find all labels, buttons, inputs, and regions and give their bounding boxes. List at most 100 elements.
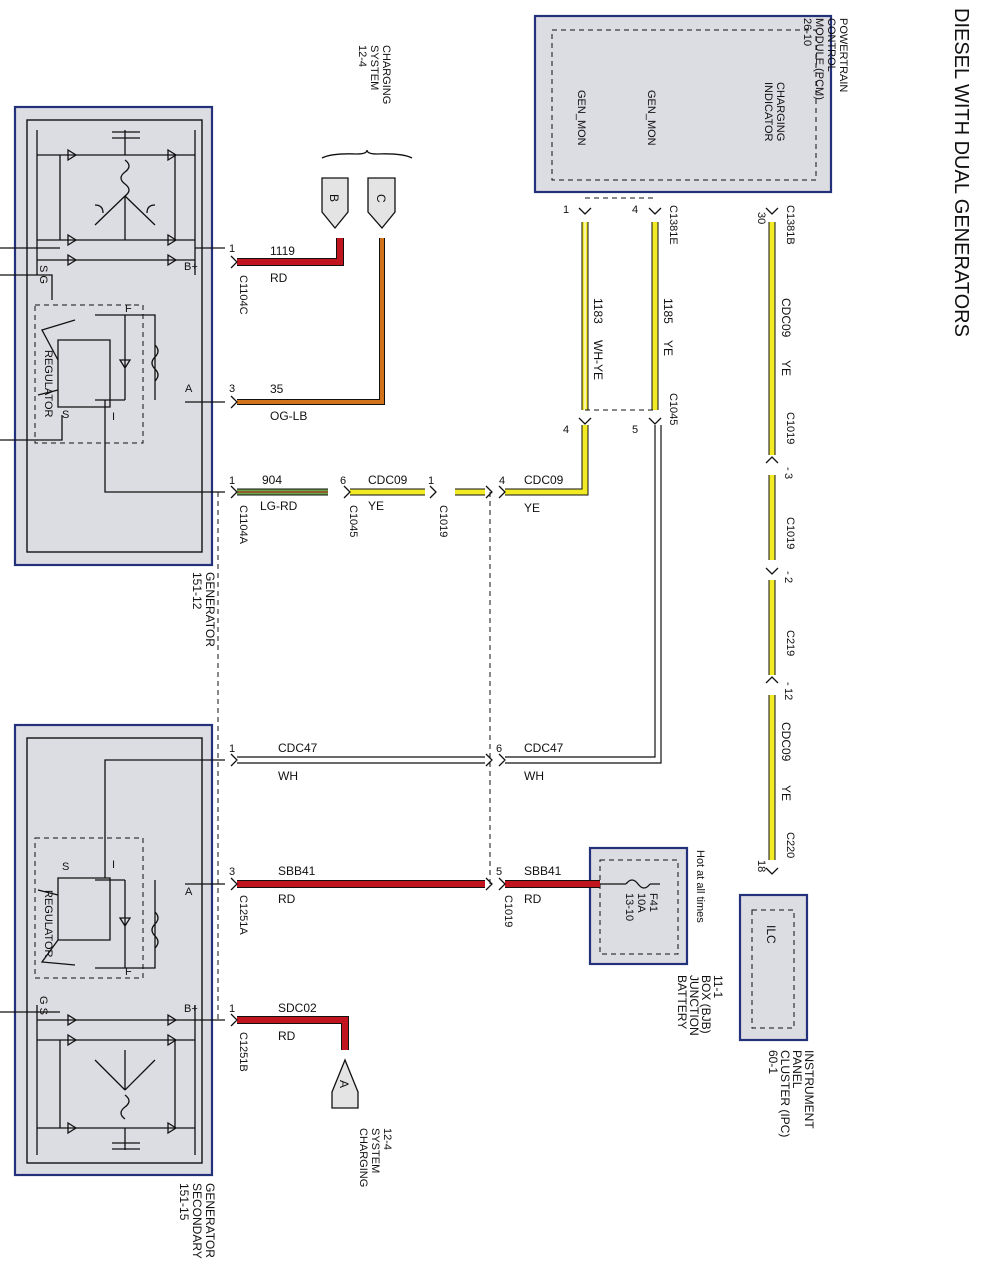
circuit-cdc09-a: CDC09 [368,473,408,487]
generator-secondary-terminal-a: A [185,886,193,898]
pin-c1251a-1: 1 [229,743,235,755]
circuit-sbb41-b-color: RD [524,892,542,906]
circuit-35-color: OG-LB [270,409,307,423]
generator-secondary-name-line-2: SECONDARY [190,1183,204,1259]
generator-secondary-terminal-f: F [125,966,132,978]
circuit-sbb41-b: SBB41 [524,864,562,878]
ipc-name-line-2: PANEL [790,1050,804,1089]
pcm-module: POWERTRAIN CONTROL MODULE (PCM) 26-10 GE… [533,14,849,194]
circuit-cdc09-c: CDC09 [779,298,793,338]
pcm-name-line-3: MODULE (PCM) [813,18,825,100]
circuit-cdc47-b: CDC47 [524,741,564,755]
wire-sdc02 [237,1016,349,1050]
generator-secondary-regulator-label: REGULATOR [42,890,54,957]
circuit-1183: 1183 [591,298,605,324]
bjb-name-line-2: JUNCTION [687,975,701,1036]
circuit-sbb41-a: SBB41 [278,864,316,878]
pcm-pin-gen-mon-2: GEN_MON [645,90,657,146]
circuit-cdc47-a: CDC47 [278,741,318,755]
generator-terminal-bplus: B+ [184,261,198,273]
circuit-cdc09-b-color: YE [524,501,540,515]
charging-top-line-3: 12-4 [356,45,368,67]
pin-c1104c-3: 3 [229,383,235,395]
connector-c1251b: C1251B [237,1032,249,1072]
connector-c1104c: C1104C [237,275,249,315]
pin-c1019-4: 4 [499,475,505,487]
circuit-cdc47-b-color: WH [524,769,544,783]
wire-cdc47 [237,425,662,764]
circuit-cdc09-a-color: YE [368,499,384,513]
circuit-1185: 1185 [661,298,675,324]
generator-secondary-name-line-1: GENERATOR [203,1183,217,1258]
dash-c1019-2: - [782,571,794,575]
connector-c1019-left: C1019 [437,505,449,537]
charging-top-line-1: CHARGING [380,45,392,104]
circuit-sbb41-a-color: RD [278,892,296,906]
connector-c1381e: C1381E [667,205,679,245]
pcm-pin-charging-2: INDICATOR [762,82,774,142]
charging-system-ref-top: CHARGING SYSTEM 12-4 B C [321,45,413,230]
circuit-cdc09-d-color: YE [779,785,793,801]
bjb-name-line-3: BOX (BJB) [699,975,713,1034]
pin-c1019-6: 6 [496,743,502,755]
bjb-name-line-4: 11-1 [711,975,725,998]
connector-c1019-3: C1019 [784,412,796,444]
circuit-cdc09-c-color: YE [779,360,793,376]
wire-904 [237,488,328,496]
ipc-name-line-1: INSTRUMENT [802,1050,816,1129]
ipc-name-line-4: 60-1 [766,1050,780,1074]
pcm-pin-gen-mon-1: GEN_MON [575,90,587,146]
generator-terminal-i: I [112,411,115,423]
pin-c1381e-1: 1 [563,204,569,216]
circuit-1183-color: WH-YE [591,340,605,380]
wire-cdc09-row [350,425,589,496]
bjb-fuse-ref: 13-10 [623,893,635,921]
charging-top-line-2: SYSTEM [368,45,380,90]
connector-c1045-right: C1045 [667,393,679,425]
bjb-fuse-id: F41 [647,893,659,912]
pin-c1019-5: 5 [496,866,502,878]
wire-1185 [651,222,659,410]
pcm-name-line-2: CONTROL [825,18,837,72]
circuit-sdc02-color: RD [278,1029,296,1043]
circuit-sdc02: SDC02 [278,1001,317,1015]
wire-1119 [237,238,344,266]
pin-c219-12: 12 [782,688,794,700]
dash-c1019-3: - [782,467,794,471]
pin-c1019-1: 1 [428,475,434,487]
ipc-name-line-3: CLUSTER (IPC) [778,1050,792,1137]
circuit-cdc09-d: CDC09 [779,722,793,762]
wire-1183 [581,222,589,410]
bjb-module: F41 10A 13-10 Hot at all times BATTERY J… [588,846,725,1036]
charging-bottom-tag-a: A [337,1080,351,1088]
pcm-pin-charging-1: CHARGING [774,82,786,141]
pin-c1381e-4: 4 [632,204,638,216]
generator-terminal-f: F [125,303,132,315]
generator-secondary-module: REGULATOR F A S I B+ G S GENERATOR SECON… [0,723,225,1259]
charging-top-tag-b: B [327,194,341,202]
generator-regulator-label: REGULATOR [42,350,54,417]
charging-top-tag-c: C [374,194,388,203]
charging-bottom-line-1: CHARGING [357,1128,369,1187]
pin-c1104c-1: 1 [229,243,235,255]
circuit-1119-color: RD [270,271,288,285]
generator-secondary-terminal-bplus: B+ [184,1003,198,1015]
wire-cdc09-vertical [768,222,776,860]
pin-c1251b-1: 1 [229,1003,235,1015]
pin-c1019-2: 2 [782,577,794,583]
generator-secondary-name-line-3: 151-15 [177,1183,191,1221]
ipc-inner-label: ILC [764,925,778,944]
generator-secondary-terminal-s: S [62,861,69,873]
ipc-module: ILC INSTRUMENT PANEL CLUSTER (IPC) 60-1 [738,893,816,1137]
connector-c219: C219 [784,630,796,656]
circuit-cdc47-a-color: WH [278,769,298,783]
pin-c1104a-1: 1 [229,475,235,487]
pin-c1045-5: 5 [632,424,638,436]
circuit-904-color: LG-RD [260,499,298,513]
circuit-1119: 1119 [270,244,295,258]
connector-arrows [230,207,779,1027]
circuit-1185-color: YE [661,340,675,356]
generator-name-line-1: GENERATOR [203,572,217,647]
pin-c1045-4: 4 [563,424,569,436]
